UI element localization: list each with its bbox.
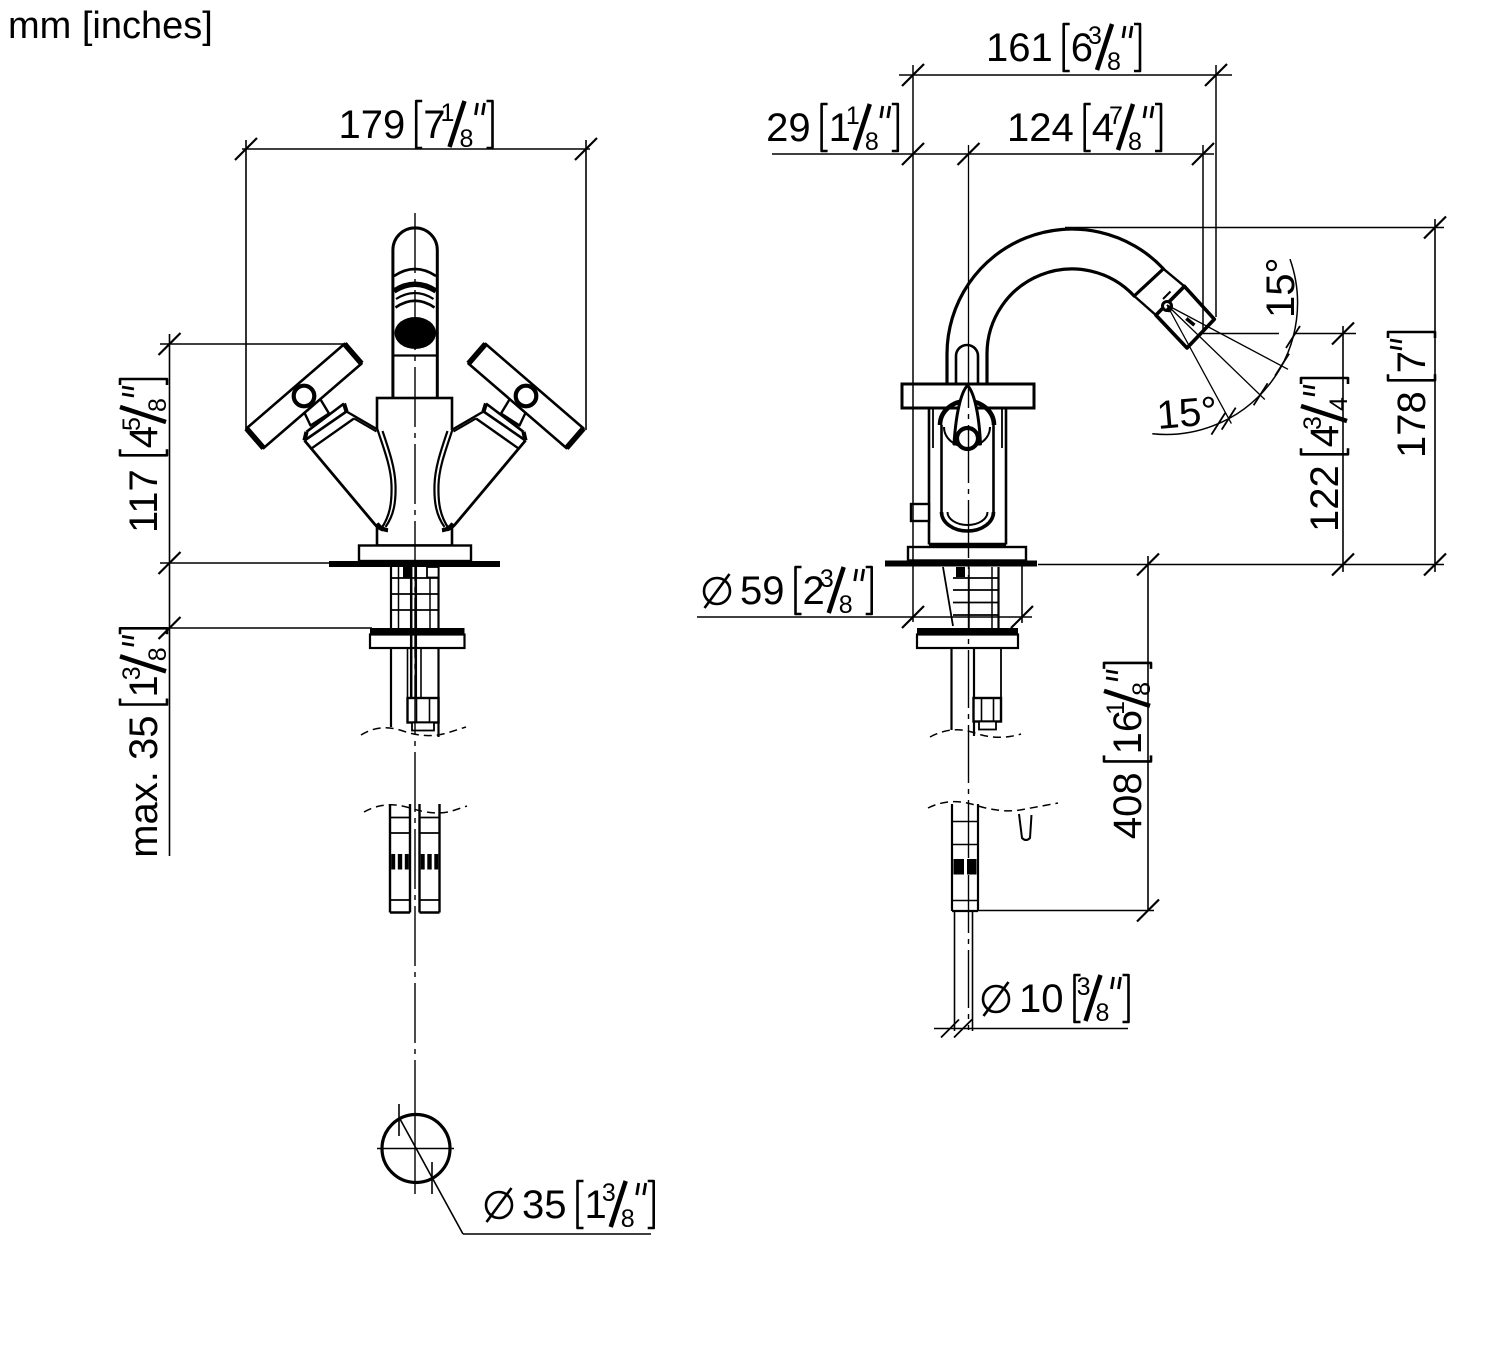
svg-text:5: 5 [118, 417, 146, 431]
svg-text:3: 3 [1088, 22, 1102, 50]
svg-text:max. 35: max. 35 [122, 716, 166, 858]
svg-text:15°: 15° [1155, 389, 1219, 438]
svg-text:4: 4 [122, 426, 166, 448]
svg-text:122: 122 [1303, 465, 1347, 532]
svg-text:117: 117 [122, 469, 166, 533]
svg-text:10: 10 [1019, 977, 1064, 1021]
svg-text:7: 7 [423, 103, 445, 147]
svg-text:1: 1 [122, 675, 166, 697]
svg-text:124: 124 [1007, 106, 1074, 150]
svg-text:59: 59 [740, 569, 785, 613]
svg-text:3: 3 [1077, 973, 1091, 1001]
svg-text:408: 408 [1106, 772, 1150, 839]
svg-text:3: 3 [602, 1179, 616, 1207]
svg-text:1: 1 [584, 1183, 606, 1227]
svg-text:3: 3 [820, 565, 834, 593]
svg-text:8: 8 [144, 647, 172, 661]
svg-text:161: 161 [986, 26, 1053, 70]
svg-text:4: 4 [1092, 106, 1114, 150]
svg-text:29: 29 [766, 106, 811, 150]
svg-text:7: 7 [1390, 351, 1434, 373]
svg-text:8: 8 [1128, 682, 1156, 696]
svg-text:2: 2 [802, 569, 824, 613]
svg-text:3: 3 [1299, 416, 1327, 430]
svg-text:179: 179 [339, 103, 406, 147]
svg-text:8: 8 [865, 128, 879, 156]
svg-text:1: 1 [1102, 701, 1130, 715]
svg-text:16: 16 [1106, 710, 1150, 755]
svg-text:4: 4 [1325, 397, 1353, 411]
svg-text:8: 8 [144, 398, 172, 412]
svg-text:8: 8 [1107, 48, 1121, 76]
svg-text:7: 7 [1109, 102, 1123, 130]
svg-text:8: 8 [459, 125, 473, 153]
svg-text:mm [inches]: mm [inches] [8, 5, 213, 47]
svg-text:8: 8 [1095, 999, 1109, 1027]
svg-text:3: 3 [118, 666, 146, 680]
svg-text:1: 1 [829, 106, 851, 150]
svg-text:8: 8 [1128, 128, 1142, 156]
svg-text:35: 35 [522, 1183, 567, 1227]
svg-text:15°: 15° [1259, 258, 1303, 319]
svg-text:1: 1 [441, 99, 455, 127]
svg-text:4: 4 [1303, 425, 1347, 447]
svg-text:1: 1 [846, 102, 860, 130]
svg-text:178: 178 [1390, 391, 1434, 458]
svg-text:6: 6 [1071, 26, 1093, 70]
svg-text:8: 8 [621, 1205, 635, 1233]
svg-text:8: 8 [839, 591, 853, 619]
